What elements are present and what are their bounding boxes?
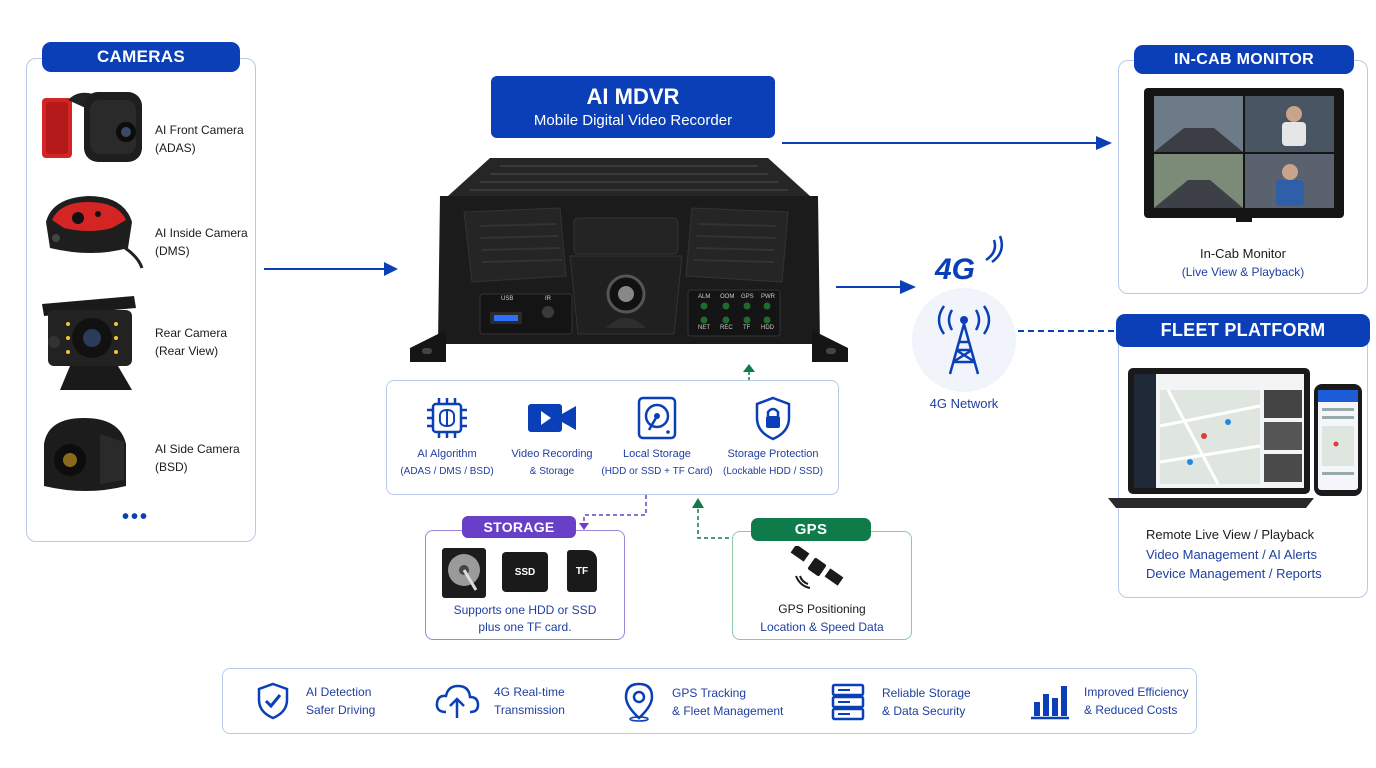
4g-network-label: 4G Network bbox=[929, 396, 999, 411]
benefits-bar bbox=[222, 668, 1197, 734]
usb-port-label: USB bbox=[501, 296, 514, 302]
fleet-laptop bbox=[1108, 366, 1314, 510]
feature-video-recording: Video Recording & Storage bbox=[502, 394, 602, 480]
gps-panel bbox=[732, 531, 912, 640]
shield-lock-icon bbox=[755, 396, 791, 441]
mdvr-subtitle: Mobile Digital Video Recorder bbox=[533, 112, 733, 129]
benefit-gps-tracking: GPS Tracking& Fleet Management bbox=[622, 682, 783, 722]
cameras-title: CAMERAS bbox=[42, 42, 240, 72]
ssd-chip-icon: SSD bbox=[502, 552, 548, 592]
ssd-label: SSD bbox=[514, 566, 536, 578]
server-icon bbox=[831, 683, 865, 721]
shield-check-icon bbox=[257, 682, 289, 720]
fleet-phone bbox=[1312, 382, 1364, 498]
camera-item-side: AI Side Camera(BSD) bbox=[155, 442, 240, 474]
location-pin-icon bbox=[624, 682, 654, 722]
side-camera-image bbox=[40, 414, 132, 496]
brain-chip-icon bbox=[427, 398, 467, 438]
video-camera-icon bbox=[528, 404, 576, 432]
connector-features-to-storage bbox=[579, 495, 647, 530]
monitor-description: In-Cab Monitor (Live View & Playback) bbox=[1181, 246, 1305, 279]
signal-waves-icon bbox=[985, 235, 1003, 264]
fleet-title: FLEET PLATFORM bbox=[1116, 314, 1370, 347]
hdd-disk-icon bbox=[442, 548, 486, 598]
cloud-upload-icon bbox=[435, 684, 480, 718]
benefit-reliable-storage: Reliable Storage& Data Security bbox=[830, 682, 971, 722]
led-label-rec: REC bbox=[720, 325, 733, 331]
mdvr-title-box: AI MDVR Mobile Digital Video Recorder bbox=[491, 76, 775, 138]
led-label-tf: TF bbox=[743, 325, 751, 331]
fleet-description: Remote Live View / Playback Video Manage… bbox=[1146, 527, 1322, 581]
cell-tower-icon bbox=[937, 305, 991, 375]
led-label-oom: OOM bbox=[720, 294, 735, 300]
feature-local-storage: Local Storage (HDD or SSD + TF Card) bbox=[600, 394, 714, 480]
features-panel bbox=[386, 380, 839, 495]
connector-4g-to-fleet bbox=[1018, 330, 1118, 332]
camera-item-rear: Rear Camera(Rear View) bbox=[155, 326, 228, 358]
led-label-pwr: PWR bbox=[761, 294, 775, 300]
led-label-net: NET bbox=[698, 325, 710, 331]
tf-label: TF bbox=[575, 565, 589, 577]
arrow-mdvr-to-monitor bbox=[782, 136, 1112, 150]
camera-item-front: AI Front Camera(ADAS) bbox=[155, 123, 244, 155]
ir-port-label: IR bbox=[545, 296, 551, 302]
arrow-features-to-mdvr bbox=[743, 364, 755, 380]
tf-card-icon: TF bbox=[567, 550, 597, 592]
front-camera-image bbox=[40, 88, 146, 168]
arrow-mdvr-to-4g bbox=[836, 280, 916, 294]
mdvr-device: USB IR ALM OOM GPS PWR NET REC TF HDD bbox=[410, 152, 848, 364]
benefit-improved-efficiency: Improved Efficiency& Reduced Costs bbox=[1030, 682, 1189, 720]
led-label-alm: ALM bbox=[698, 294, 711, 300]
more-cameras-indicator: ••• bbox=[122, 506, 150, 528]
camera-item-inside: AI Inside Camera(DMS) bbox=[155, 226, 248, 258]
bar-chart-icon bbox=[1031, 686, 1069, 720]
inside-camera-image bbox=[42, 192, 148, 272]
arrow-cameras-to-mdvr bbox=[264, 262, 398, 276]
feature-storage-protection: Storage Protection (Lockable HDD / SSD) bbox=[716, 394, 830, 480]
hard-drive-icon bbox=[637, 396, 677, 440]
4g-badge: 4G bbox=[935, 253, 976, 286]
led-label-hdd: HDD bbox=[761, 325, 774, 331]
monitor-screen bbox=[1144, 88, 1344, 222]
storage-title: STORAGE bbox=[462, 516, 576, 538]
feature-ai-algorithm: AI Algorithm (ADAS / DMS / BSD) bbox=[392, 394, 502, 480]
4g-tower-circle bbox=[912, 288, 1016, 392]
mdvr-title: AI MDVR bbox=[586, 84, 680, 109]
led-label-gps: GPS bbox=[741, 294, 754, 300]
satellite-icon bbox=[790, 546, 844, 589]
gps-title: GPS bbox=[751, 518, 871, 541]
rear-camera-image bbox=[40, 294, 144, 394]
monitor-title: IN-CAB MONITOR bbox=[1134, 45, 1354, 74]
